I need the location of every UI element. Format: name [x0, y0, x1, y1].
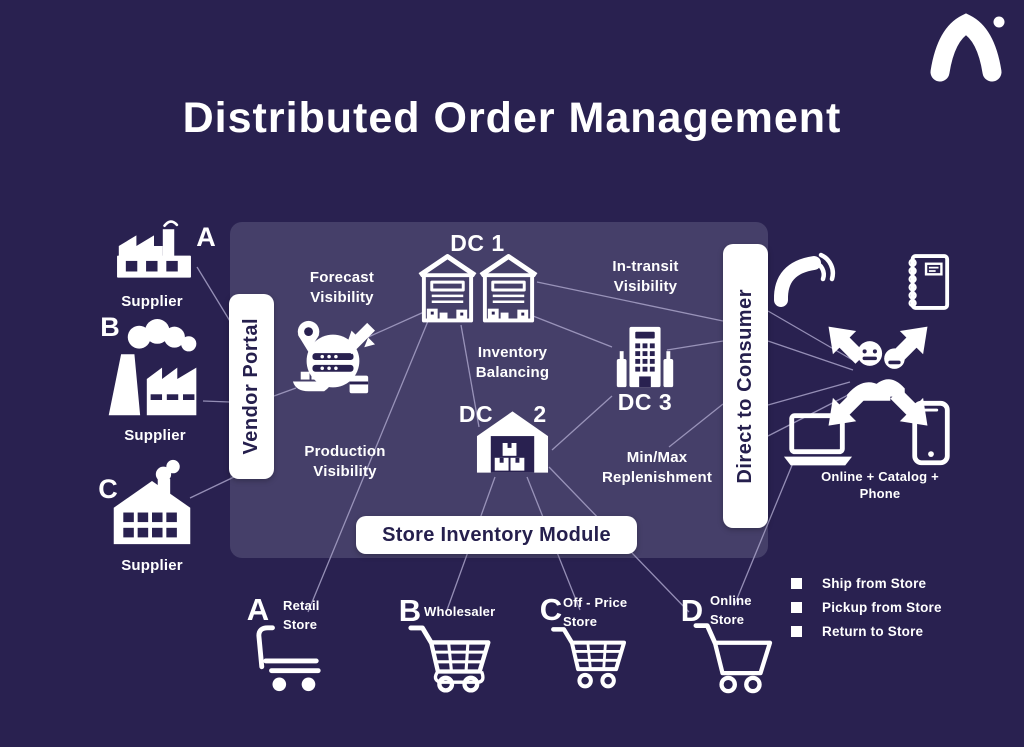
direct-to-consumer-label: Direct to Consumer — [734, 288, 756, 484]
channel-b-letter: B — [398, 593, 422, 628]
supplier-a-label: Supplier — [121, 293, 183, 310]
online-catalog-phone-label: Online + Catalog +Phone — [821, 469, 939, 501]
store-inventory-module-box: Store Inventory Module — [356, 516, 637, 554]
legend-item-ship-from-store: Ship from Store — [791, 576, 926, 591]
legend-item-return-to-store: Return to Store — [791, 624, 923, 639]
retail-store-cart-icon — [256, 625, 321, 692]
supplier-c-label: Supplier — [121, 557, 183, 574]
dc3-building-icon — [616, 326, 674, 388]
channel-a-letter: A — [246, 592, 270, 627]
laptop-icon — [783, 413, 853, 466]
dc2-label-number: 2 — [533, 401, 547, 427]
factory-supplier-b-icon — [108, 319, 197, 416]
dc2-label-prefix: DC — [458, 401, 494, 427]
appinventiv-logo-icon — [930, 13, 1005, 82]
channel-b-label: Wholesaler — [424, 604, 496, 619]
factory-supplier-a-icon — [117, 220, 191, 278]
square-bullet-icon — [791, 626, 802, 637]
dc1-warehouses-icon — [418, 254, 538, 323]
smartphone-icon — [912, 400, 950, 466]
global-logistics-icon — [292, 320, 375, 394]
factory-supplier-c-icon — [113, 459, 191, 545]
supplier-a-letter: A — [196, 222, 216, 252]
square-bullet-icon — [791, 578, 802, 589]
phone-call-icon — [774, 252, 836, 307]
vendor-portal-box: Vendor Portal — [229, 294, 274, 479]
supplier-c-letter: C — [98, 474, 118, 504]
wholesaler-cart-icon — [408, 625, 491, 693]
channel-c-letter: C — [539, 592, 563, 627]
off-price-store-cart-icon — [551, 627, 627, 689]
dc2-warehouse-icon — [476, 411, 549, 473]
vendor-portal-label: Vendor Portal — [240, 318, 262, 455]
online-store-cart-icon — [693, 623, 773, 694]
page-title: Distributed Order Management — [182, 94, 842, 142]
dc1-label: DC 1 — [450, 230, 505, 256]
supplier-b-letter: B — [100, 312, 120, 342]
catalog-icon — [908, 254, 950, 310]
store-inventory-module-label: Store Inventory Module — [382, 523, 611, 546]
channel-d-letter: D — [680, 593, 704, 628]
supplier-b-label: Supplier — [124, 427, 186, 444]
square-bullet-icon — [791, 602, 802, 613]
legend-item-pickup-from-store: Pickup from Store — [791, 600, 942, 615]
direct-to-consumer-box: Direct to Consumer — [723, 244, 768, 528]
dc3-label: DC 3 — [617, 389, 673, 415]
